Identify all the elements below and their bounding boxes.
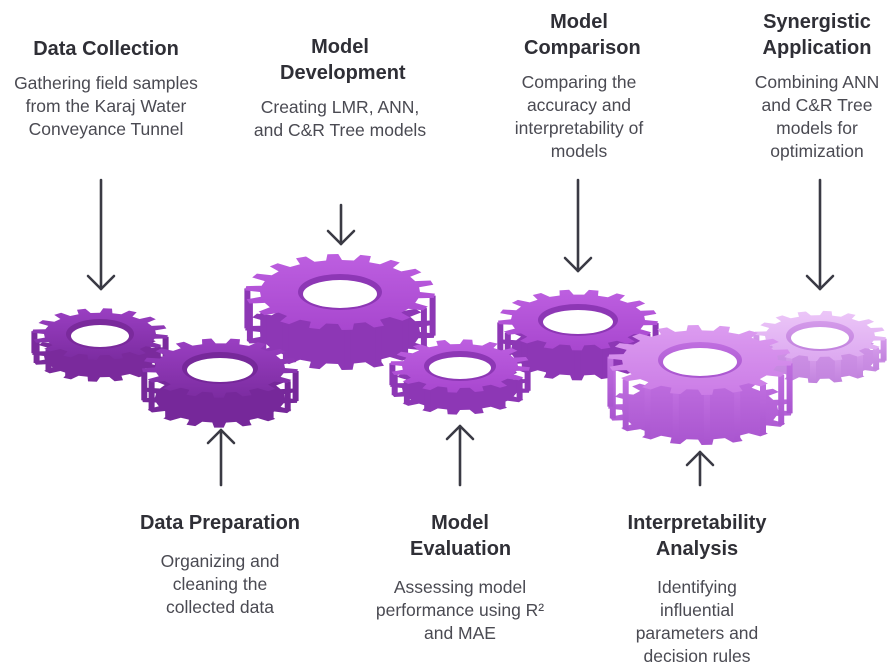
step-description: Comparing the accuracy and interpretabil… xyxy=(514,72,644,161)
step-description: Assessing model performance using R² and… xyxy=(375,577,545,643)
step-description: Gathering field samples from the Karaj W… xyxy=(14,73,198,139)
step-title: Data Preparation xyxy=(139,512,301,534)
step-title: Model Development xyxy=(280,36,406,84)
step-title: Model Evaluation xyxy=(410,512,512,560)
step-description: Combining ANN and C&R Tree models for op… xyxy=(754,72,880,161)
step-data-collection: Data Collection Gathering field samples … xyxy=(10,36,202,141)
arrow-data-collection xyxy=(86,178,116,291)
arrow-synergistic-application xyxy=(805,178,835,291)
arrow-model-development xyxy=(326,203,356,246)
step-title: Data Collection xyxy=(33,38,179,60)
gear-interpretability-analysis xyxy=(607,325,793,445)
step-description: Organizing and cleaning the collected da… xyxy=(160,551,280,617)
arrow-data-preparation xyxy=(206,428,236,487)
step-synergistic-application: Synergistic Application Combining ANN an… xyxy=(743,9,891,163)
arrow-model-comparison xyxy=(563,178,593,273)
gear-data-collection xyxy=(31,308,169,382)
step-description: Identifying influential parameters and d… xyxy=(635,577,759,666)
arrow-interpretability-analysis xyxy=(685,450,715,487)
gear-model-development xyxy=(244,254,436,370)
step-description: Creating LMR, ANN, and C&R Tree models xyxy=(253,97,427,140)
step-model-comparison: Model Comparison Comparing the accuracy … xyxy=(492,9,666,163)
step-title: Synergistic Application xyxy=(762,11,872,59)
step-data-preparation: Data Preparation Organizing and cleaning… xyxy=(120,510,320,619)
step-title: Model Comparison xyxy=(524,11,641,59)
step-title: Interpretability Analysis xyxy=(627,512,767,560)
gear-data-preparation xyxy=(141,338,299,428)
step-interpretability-analysis: Interpretability Analysis Identifying in… xyxy=(605,510,789,668)
gear-model-evaluation xyxy=(389,339,531,415)
step-model-evaluation: Model Evaluation Assessing model perform… xyxy=(370,510,550,645)
step-model-development: Model Development Creating LMR, ANN, and… xyxy=(245,34,435,142)
arrow-model-evaluation xyxy=(445,424,475,487)
